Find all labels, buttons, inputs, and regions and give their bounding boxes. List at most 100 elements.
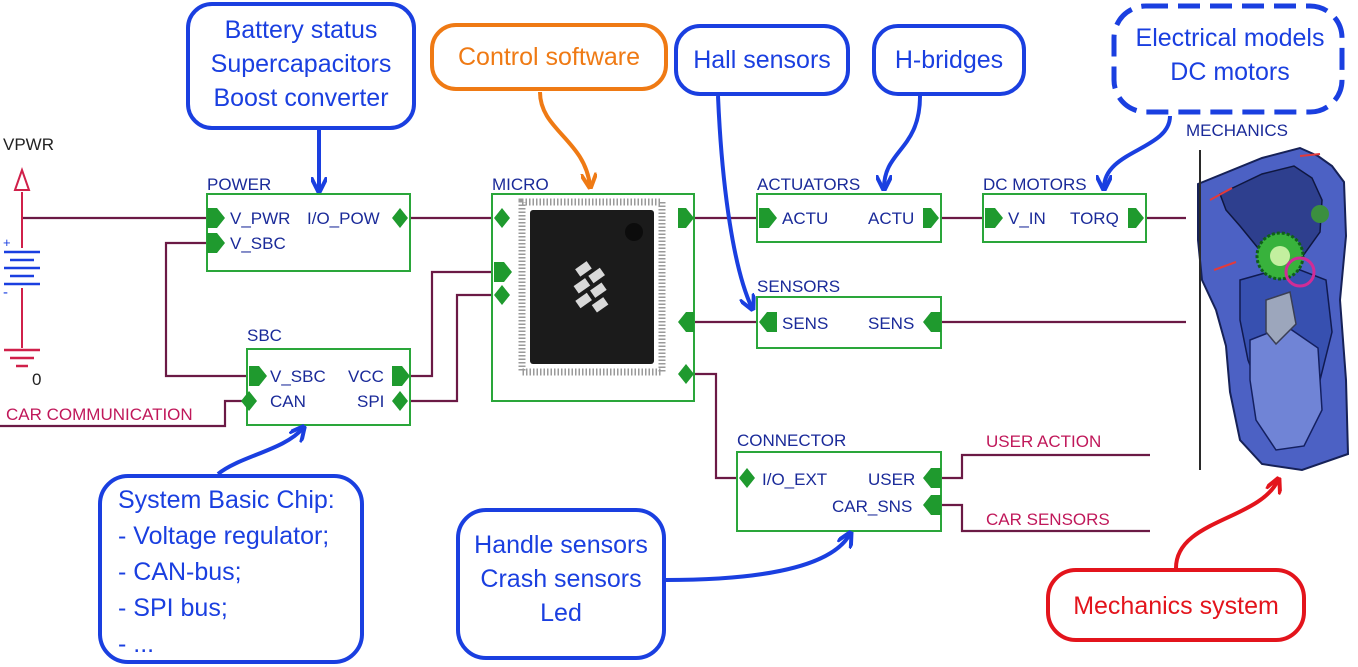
callout-power-line-1: Battery status	[225, 16, 378, 44]
connector-pin-io-ext[interactable]	[739, 468, 755, 488]
sensors-block[interactable]: SENSORS SENS SENS	[756, 277, 942, 349]
dc-motors-pin-vin[interactable]	[985, 208, 1003, 228]
callout-sbc-arrow	[216, 428, 303, 476]
ground-icon	[4, 348, 40, 368]
micro-block-title: MICRO	[492, 175, 549, 194]
dc-motors-port-torq: TORQ	[1070, 209, 1119, 228]
callout-hall-text: Hall sensors	[693, 46, 831, 74]
vpwr-label: VPWR	[3, 135, 54, 154]
wire-car-sensors	[941, 503, 1150, 533]
callout-software: Control software	[430, 23, 668, 186]
callout-sbc-line-4: - SPI bus;	[118, 594, 228, 622]
sbc-block-body	[246, 348, 411, 426]
connector-pin-user[interactable]	[923, 468, 941, 488]
mechanics-block[interactable]: MECHANICS	[1186, 121, 1356, 474]
callout-software-text: Control software	[458, 43, 640, 71]
user-action-label: USER ACTION	[986, 432, 1101, 451]
micro-pin-vcc[interactable]	[494, 262, 512, 282]
callout-sbc: System Basic Chip: - Voltage regulator; …	[98, 428, 364, 664]
battery-icon	[4, 250, 40, 286]
callout-handle-arrow	[665, 534, 850, 582]
callout-mechanics-arrow	[1174, 480, 1278, 569]
sbc-port-spi: SPI	[357, 392, 384, 411]
power-pin-io-pow[interactable]	[392, 208, 408, 228]
sbc-pin-can[interactable]	[241, 391, 257, 411]
power-supply: VPWR + - 0	[3, 135, 54, 389]
dc-motors-port-vin: V_IN	[1008, 209, 1046, 228]
micro-pin-io-ext[interactable]	[678, 364, 694, 384]
sbc-port-vsbc: V_SBC	[270, 367, 326, 386]
callout-mechanics-text: Mechanics system	[1073, 592, 1279, 620]
callout-handle-line-2: Crash sensors	[480, 565, 641, 593]
callout-sbc-line-2: - Voltage regulator;	[118, 522, 329, 550]
sbc-pin-vcc[interactable]	[392, 366, 410, 386]
callout-sbc-line-3: - CAN-bus;	[118, 558, 242, 586]
callout-motor-models: Electrical models DC motors	[1104, 3, 1345, 188]
power-pin-vpwr[interactable]	[207, 208, 225, 228]
actuators-port-in: ACTU	[782, 209, 828, 228]
sbc-pin-vsbc[interactable]	[249, 366, 267, 386]
car-communication-label: CAR COMMUNICATION	[6, 405, 193, 424]
sensors-block-title: SENSORS	[757, 277, 840, 296]
connector-block-title: CONNECTOR	[737, 431, 846, 450]
mechanics-render-image	[1186, 142, 1356, 474]
actuators-block-title: ACTUATORS	[757, 175, 860, 194]
micro-pin-spi[interactable]	[494, 285, 510, 305]
sensors-port-right: SENS	[868, 314, 914, 333]
callout-hbridges-arrow	[884, 95, 922, 188]
car-sensors-label: CAR SENSORS	[986, 510, 1110, 529]
power-block[interactable]: POWER V_PWR I/O_POW V_SBC	[206, 175, 411, 272]
micro-block[interactable]: MICRO	[491, 175, 695, 402]
wires	[0, 192, 1186, 533]
actuators-pin-out[interactable]	[923, 208, 939, 228]
callout-sbc-line-5: - ...	[118, 630, 154, 658]
power-pin-vsbc[interactable]	[207, 233, 225, 253]
sensors-block-body	[756, 296, 942, 349]
wire-micro-connector	[694, 372, 739, 480]
sbc-block-title: SBC	[247, 326, 282, 345]
connector-port-user: USER	[868, 470, 915, 489]
connector-block-body	[736, 451, 942, 532]
callout-hall: Hall sensors	[674, 24, 850, 308]
micro-pin-actu[interactable]	[678, 208, 694, 228]
sbc-block[interactable]: SBC V_SBC VCC CAN SPI	[241, 326, 411, 426]
vpwr-arrow-icon	[13, 166, 31, 191]
callout-motor-models-line-1: Electrical models	[1136, 24, 1325, 52]
microcontroller-chip-icon	[518, 198, 666, 376]
power-port-vsbc: V_SBC	[230, 234, 286, 253]
callout-power-line-2: Supercapacitors	[211, 50, 392, 78]
connector-port-io-ext: I/O_EXT	[762, 470, 827, 489]
micro-pin-sens[interactable]	[678, 312, 694, 332]
dc-motors-pin-torq[interactable]	[1128, 208, 1144, 228]
dc-motors-block[interactable]: DC MOTORS V_IN TORQ	[982, 175, 1147, 243]
callout-mechanics: Mechanics system	[1046, 480, 1306, 642]
connector-port-car-sns: CAR_SNS	[832, 497, 912, 516]
connector-pin-car-sns[interactable]	[923, 495, 941, 515]
sbc-port-can: CAN	[270, 392, 306, 411]
battery-minus: -	[3, 284, 8, 301]
sensors-pin-left[interactable]	[759, 312, 777, 332]
dc-motors-block-title: DC MOTORS	[983, 175, 1087, 194]
sbc-pin-spi[interactable]	[392, 391, 408, 411]
wire-user-action	[941, 453, 1150, 480]
callout-hbridges-text: H-bridges	[895, 46, 1003, 74]
actuators-pin-in[interactable]	[759, 208, 777, 228]
callout-hall-arrow	[716, 95, 752, 308]
callout-handle-line-1: Handle sensors	[474, 531, 648, 559]
connector-block[interactable]: CONNECTOR I/O_EXT USER CAR_SNS	[736, 431, 942, 532]
power-block-body	[206, 193, 411, 272]
wire-vsbc-loop	[164, 241, 249, 378]
power-port-io-pow: I/O_POW	[307, 209, 380, 228]
mechanics-block-title: MECHANICS	[1186, 121, 1288, 140]
sbc-port-vcc: VCC	[348, 367, 384, 386]
sensors-pin-right[interactable]	[923, 312, 941, 332]
micro-pin-io-pow[interactable]	[494, 208, 510, 228]
callout-software-arrow	[538, 91, 590, 186]
callout-power-line-3: Boost converter	[213, 84, 388, 112]
callout-motor-models-arrow	[1104, 115, 1172, 188]
sensors-port-left: SENS	[782, 314, 828, 333]
actuators-block[interactable]: ACTUATORS ACTU ACTU	[756, 175, 942, 243]
wire-car-communication	[0, 399, 249, 428]
actuators-port-out: ACTU	[868, 209, 914, 228]
